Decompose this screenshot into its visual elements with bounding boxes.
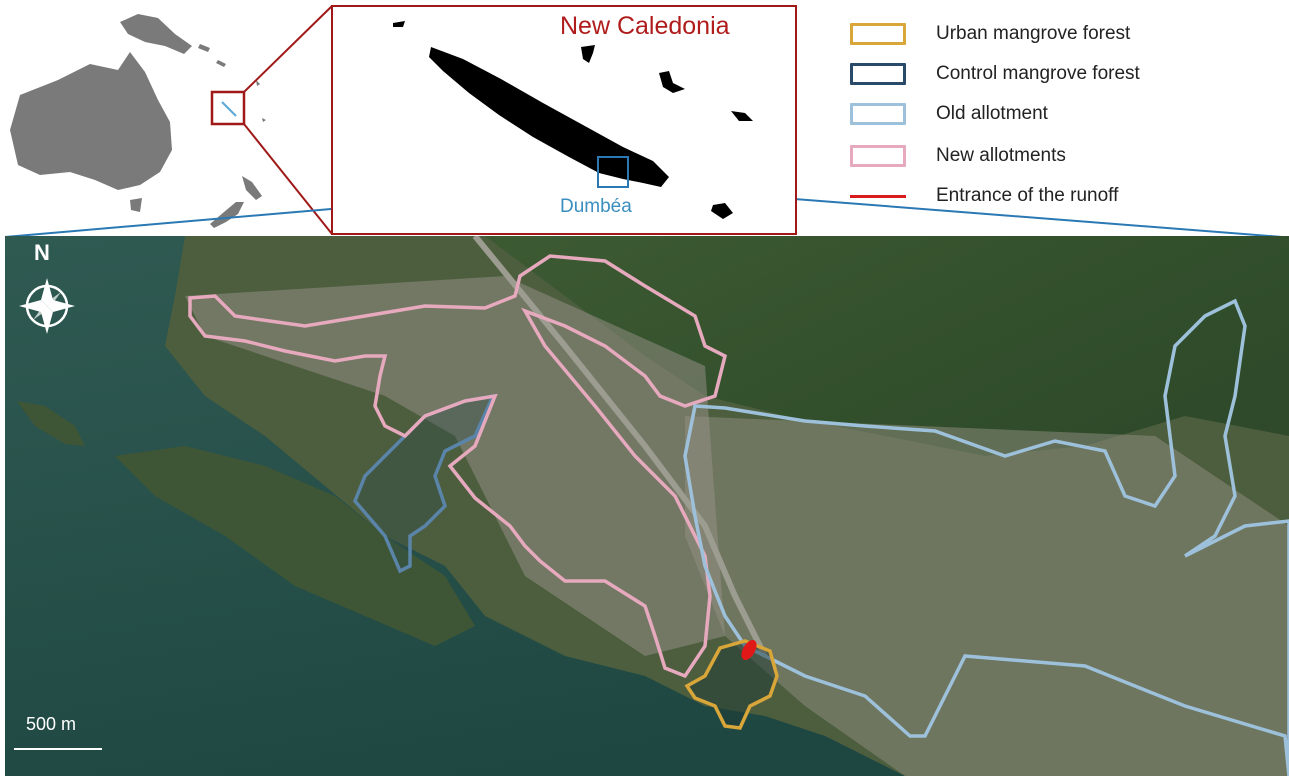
new-caledonia-map	[393, 21, 753, 219]
islet	[17, 401, 85, 446]
ouvea-island	[659, 71, 685, 93]
legend-item-urban-mangrove: Urban mangrove forest	[850, 18, 1130, 50]
pacific-islands	[198, 44, 266, 122]
inset-panel	[331, 5, 797, 235]
legend-label: Control mangrove forest	[936, 63, 1140, 84]
urban-mangrove-outline	[684, 639, 779, 730]
tasmania-landmass	[130, 198, 142, 212]
island-small-1	[581, 45, 595, 63]
legend-label: Urban mangrove forest	[936, 23, 1131, 44]
inset-connector-bottom	[243, 123, 333, 235]
inset-connector-top	[243, 5, 333, 93]
satellite-map	[5, 236, 1289, 776]
legend-label: New allotments	[936, 145, 1066, 166]
north-label: N	[34, 240, 50, 265]
satellite-map-canvas	[5, 236, 1289, 776]
dumbea-label: Dumbéa	[560, 196, 632, 217]
belep-island	[393, 21, 405, 27]
inset-title: New Caledonia	[560, 12, 730, 40]
legend-item-runoff-entrance: Entrance of the runoff	[850, 180, 1118, 212]
urban-mangrove-swatch	[850, 23, 906, 45]
new-allotments-swatch	[850, 145, 906, 167]
legend-item-control-mangrove: Control mangrove forest	[850, 58, 1140, 90]
runoff-entrance-marker	[741, 640, 757, 660]
grande-terre-landmass	[429, 47, 669, 187]
urban-area-west	[185, 276, 725, 656]
new-guinea-landmass	[120, 14, 192, 54]
legend-label: Old allotment	[936, 103, 1048, 124]
new-zealand-landmass	[210, 176, 262, 228]
dumbea-highlight-box	[597, 156, 629, 188]
legend-label: Entrance of the runoff	[936, 185, 1119, 206]
old-allotment-swatch	[850, 103, 906, 125]
runoff-entrance-swatch	[850, 194, 906, 198]
legend-item-old-allotment: Old allotment	[850, 98, 1048, 130]
scale-bar	[14, 748, 102, 750]
mare-island	[711, 203, 733, 219]
peninsula	[115, 446, 475, 646]
new-caledonia-speck	[221, 101, 237, 117]
new-allotments-outline	[188, 254, 728, 679]
compass-rose-icon	[19, 278, 75, 334]
new-caledonia-highlight-box	[210, 90, 246, 126]
lifou-island	[731, 111, 753, 121]
australia-landmass	[10, 52, 172, 190]
scale-label: 500 m	[26, 714, 77, 734]
old-allotment-outline	[683, 298, 1289, 776]
forested-hills	[485, 236, 1289, 456]
highway	[472, 236, 768, 658]
control-mangrove-swatch	[850, 63, 906, 85]
legend-item-new-allotments: New allotments	[850, 140, 1066, 172]
